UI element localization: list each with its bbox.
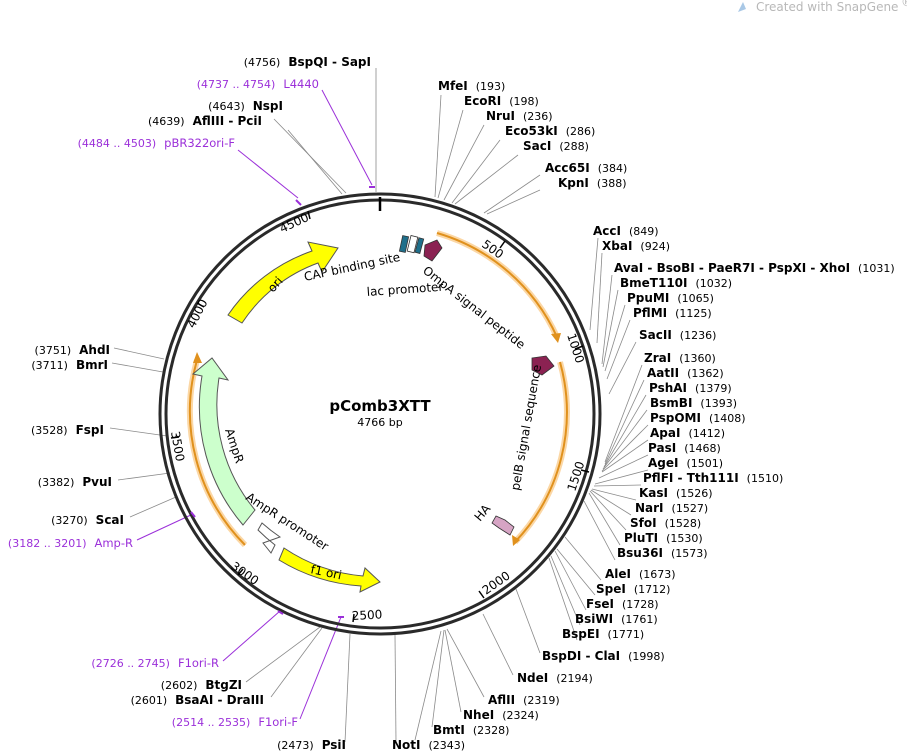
backbone-outer: [158, 192, 602, 636]
primer-markers: [190, 186, 375, 618]
brand-reg: ®: [901, 0, 907, 9]
brand-text: Created with SnapGene: [756, 0, 898, 14]
site-label: BspDI - ClaI(1998): [542, 649, 665, 663]
site-label: EcoRI(198): [464, 94, 539, 108]
site-label: (3711)BmrI: [31, 358, 108, 372]
site-label: PshAI(1379): [649, 381, 732, 395]
site-label: PpuMI(1065): [627, 291, 714, 305]
site-label: NheI(2324): [463, 708, 539, 722]
feature-ampr: [191, 357, 256, 526]
site-label: SacII(1236): [639, 328, 716, 342]
brand-watermark: Created with SnapGene ®: [738, 0, 907, 14]
site-label: AgeI(1501): [648, 456, 723, 470]
feature-ampr-promoter: [257, 522, 282, 554]
primer-pointers: [136, 89, 373, 720]
site-label: BsiWI(1761): [575, 612, 658, 626]
site-label: PasI(1468): [648, 441, 721, 455]
tick-label-4500: 4500: [277, 210, 311, 236]
site-label: FseI(1728): [586, 597, 659, 611]
feature-label-pelb: pelB signal sequence: [508, 363, 544, 491]
leader-lines: [109, 68, 649, 743]
site-label: NdeI(2194): [517, 671, 593, 685]
site-label: (4639)AflIII - PciI: [148, 114, 262, 128]
site-label: KasI(1526): [639, 486, 713, 500]
site-label: SpeI(1712): [596, 582, 670, 596]
primer-label-amp-r: (3182 .. 3201)Amp-R: [8, 536, 133, 550]
site-label: (2601)BsaAI - DraIII: [131, 693, 264, 707]
site-label: SfoI(1528): [630, 516, 701, 530]
site-label: (3270)ScaI: [51, 513, 124, 527]
site-label: MfeI(193): [438, 79, 505, 93]
site-label: PflFI - Tth111I(1510): [643, 471, 783, 485]
site-label: PspOMI(1408): [650, 411, 746, 425]
site-label: KpnI(388): [558, 176, 627, 190]
tick-label-3000: 3000: [228, 559, 261, 588]
tick-marks: [170, 210, 590, 623]
feature-label-ampr-promoter: AmpR promoter: [243, 490, 331, 554]
site-label: BmeT110I(1032): [620, 276, 732, 290]
plasmid-name: pComb3XTT: [329, 397, 431, 415]
site-label: AatII(1362): [647, 366, 724, 380]
feature-label-f1-ori: f1 ori: [309, 562, 343, 582]
site-label: ZraI(1360): [644, 351, 716, 365]
site-label: AleI(1673): [605, 567, 676, 581]
site-label: (2473)PsiI: [277, 738, 346, 752]
feature-ompa: [423, 239, 443, 262]
site-label: PflMI(1125): [633, 306, 712, 320]
primer-label-f1ori-f: (2514 .. 2535)F1ori-F: [172, 715, 298, 729]
site-label: AvaI - BsoBI - PaeR7I - PspXI - XhoI(103…: [614, 261, 895, 275]
primer-label-l4440: (4737 .. 4754)L4440: [197, 77, 319, 91]
tick-label-3500: 3500: [168, 430, 187, 463]
site-label: (3751)AhdI: [35, 343, 110, 357]
site-label: (3382)PvuI: [38, 475, 112, 489]
site-label: AccI(849): [593, 224, 659, 238]
feature-pelb: [531, 355, 555, 376]
site-label: Bsu36I(1573): [617, 546, 708, 560]
tick-label-1000: 1000: [564, 332, 587, 365]
primer-labels: (4737 .. 4754)L4440 (4484 .. 4503)pBR322…: [8, 77, 319, 729]
primer-label-f1ori-r: (2726 .. 2745)F1ori-R: [91, 656, 219, 670]
site-label: BspEI(1771): [562, 627, 644, 641]
site-label: (4756)BspQI - SapI: [244, 55, 371, 69]
site-label: Acc65I(384): [545, 161, 627, 175]
site-labels: MfeI(193) EcoRI(198) NruI(236) Eco53kI(2…: [392, 79, 895, 752]
site-label: XbaI(924): [602, 239, 670, 253]
feature-label-ha: HA: [472, 501, 494, 524]
feature-ha: [491, 515, 515, 536]
feature-lac-operator: [414, 237, 425, 254]
feature-lac-promoter: [406, 235, 419, 254]
site-label: (3528)FspI: [31, 423, 104, 437]
site-label: SacI(288): [523, 139, 589, 153]
site-label: BmtI(2328): [433, 723, 509, 737]
site-label: (2602)BtgZI: [161, 678, 242, 692]
site-label: NruI(236): [486, 109, 553, 123]
tick-label-2500: 2500: [351, 607, 382, 623]
tick-label-4000: 4000: [184, 297, 210, 331]
orf-arcs: [186, 230, 570, 548]
site-label: PluTI(1530): [624, 531, 703, 545]
plasmid-length: 4766 bp: [357, 416, 402, 429]
site-label: BsmBI(1393): [650, 396, 737, 410]
site-label: (4643)NspI: [208, 99, 283, 113]
site-label: NarI(1527): [635, 501, 708, 515]
site-label: NotI(2343): [392, 738, 465, 752]
site-label: ApaI(1412): [650, 426, 725, 440]
feature-f1-ori: [278, 547, 381, 593]
site-labels-left: (2473)PsiI (2601)BsaAI - DraIII (2602)Bt…: [31, 55, 371, 752]
feature-ori: [227, 241, 339, 324]
primer-label-pbr322ori-f: (4484 .. 4503)pBR322ori-F: [78, 136, 235, 150]
site-label: AflII(2319): [488, 693, 560, 707]
feature-label-lac: lac promoter: [366, 280, 444, 299]
snapgene-logo-icon: [738, 2, 746, 12]
site-label: Eco53kI(286): [505, 124, 595, 138]
feature-cap-binding-site: [398, 235, 410, 253]
